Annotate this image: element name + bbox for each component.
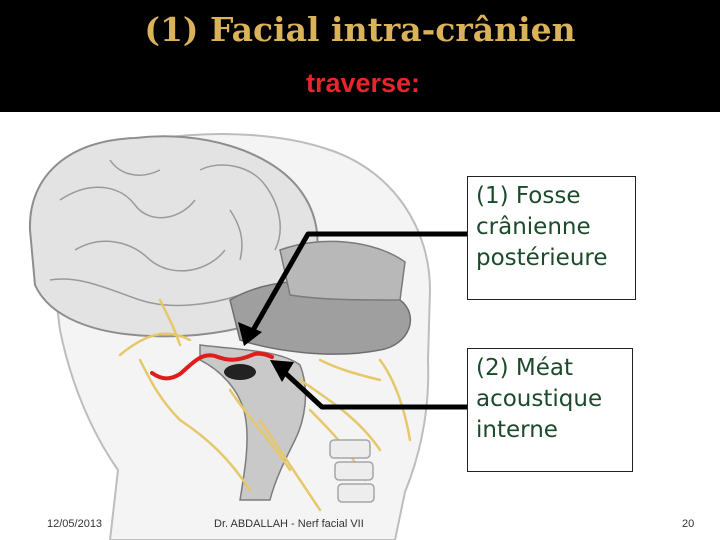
title-banner: (1) Facial intra-crânien traverse: bbox=[0, 0, 720, 112]
facial-nerve-path bbox=[150, 351, 274, 381]
arrow-meat bbox=[280, 368, 467, 410]
label-meat-acoustique: (2) Méat acoustique interne bbox=[467, 348, 633, 472]
internal-acoustic-region bbox=[224, 364, 256, 380]
label-line: crânienne bbox=[476, 214, 591, 240]
label-line: interne bbox=[476, 417, 558, 443]
label-line: postérieure bbox=[476, 245, 608, 271]
arrow-meat-head bbox=[270, 360, 294, 382]
label-fosse-cranienne: (1) Fosse crânienne postérieure bbox=[467, 176, 636, 300]
arrow-fosse-head bbox=[238, 322, 262, 346]
footer-date: 12/05/2013 bbox=[47, 518, 103, 530]
slide-subtitle: traverse: bbox=[305, 68, 421, 98]
slide-title: (1) Facial intra-crânien bbox=[144, 10, 576, 49]
label-line: acoustique bbox=[476, 386, 603, 412]
cerebellum bbox=[279, 240, 406, 301]
label-line: (2) Méat bbox=[476, 355, 573, 381]
gyri-lines bbox=[49, 159, 281, 307]
footer-author: Dr. ABDALLAH - Nerf facial VII bbox=[214, 518, 364, 530]
brain-skull-illustration bbox=[28, 133, 467, 540]
label-line: (1) Fosse bbox=[476, 183, 581, 209]
arrow-fosse bbox=[249, 231, 467, 334]
cervical-vertebrae bbox=[329, 439, 375, 503]
footer-page-number: 20 bbox=[682, 518, 695, 530]
